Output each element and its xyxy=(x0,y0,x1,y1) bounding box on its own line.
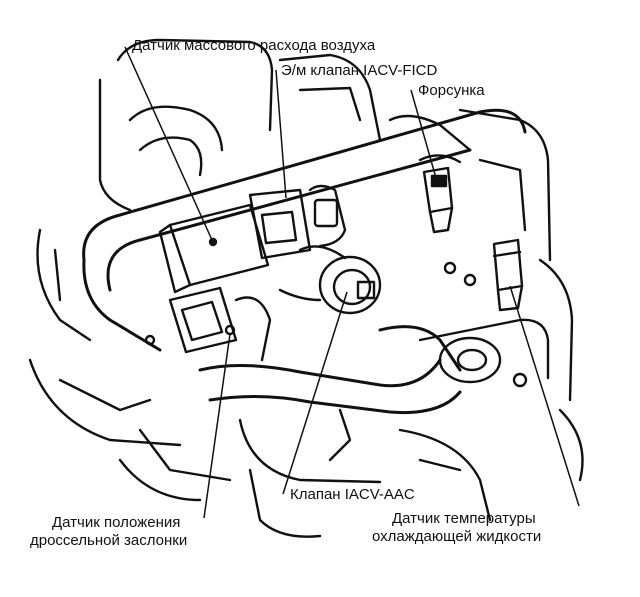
label-maf-sensor: Датчик массового расхода воздуха xyxy=(132,37,376,54)
leader-lines xyxy=(124,46,580,519)
leader-tps xyxy=(203,333,231,519)
label-injector: Форсунка xyxy=(418,82,485,99)
leader-iacv-aac xyxy=(282,291,348,495)
label-iacv-aac: Клапан IACV-AAC xyxy=(290,486,415,503)
label-tps-line1: Датчик положения xyxy=(52,514,181,531)
label-tps: Датчик положения дроссельной заслонки xyxy=(30,514,187,550)
leader-injector xyxy=(410,89,437,179)
label-coolant-sensor: Датчик температуры охлаждающей жидкости xyxy=(372,510,582,546)
label-tps-line2: дроссельной заслонки xyxy=(30,532,188,549)
label-iacv-ficd: Э/м клапан IACV-FICD xyxy=(281,62,438,79)
leader-maf xyxy=(124,46,213,241)
label-coolant-line1: Датчик температуры xyxy=(392,510,536,527)
leader-iacv-ficd xyxy=(275,69,287,199)
leader-coolant xyxy=(509,285,580,507)
label-coolant-line2: охлаждающей жидкости xyxy=(372,528,542,545)
engine-drawing xyxy=(28,38,584,538)
